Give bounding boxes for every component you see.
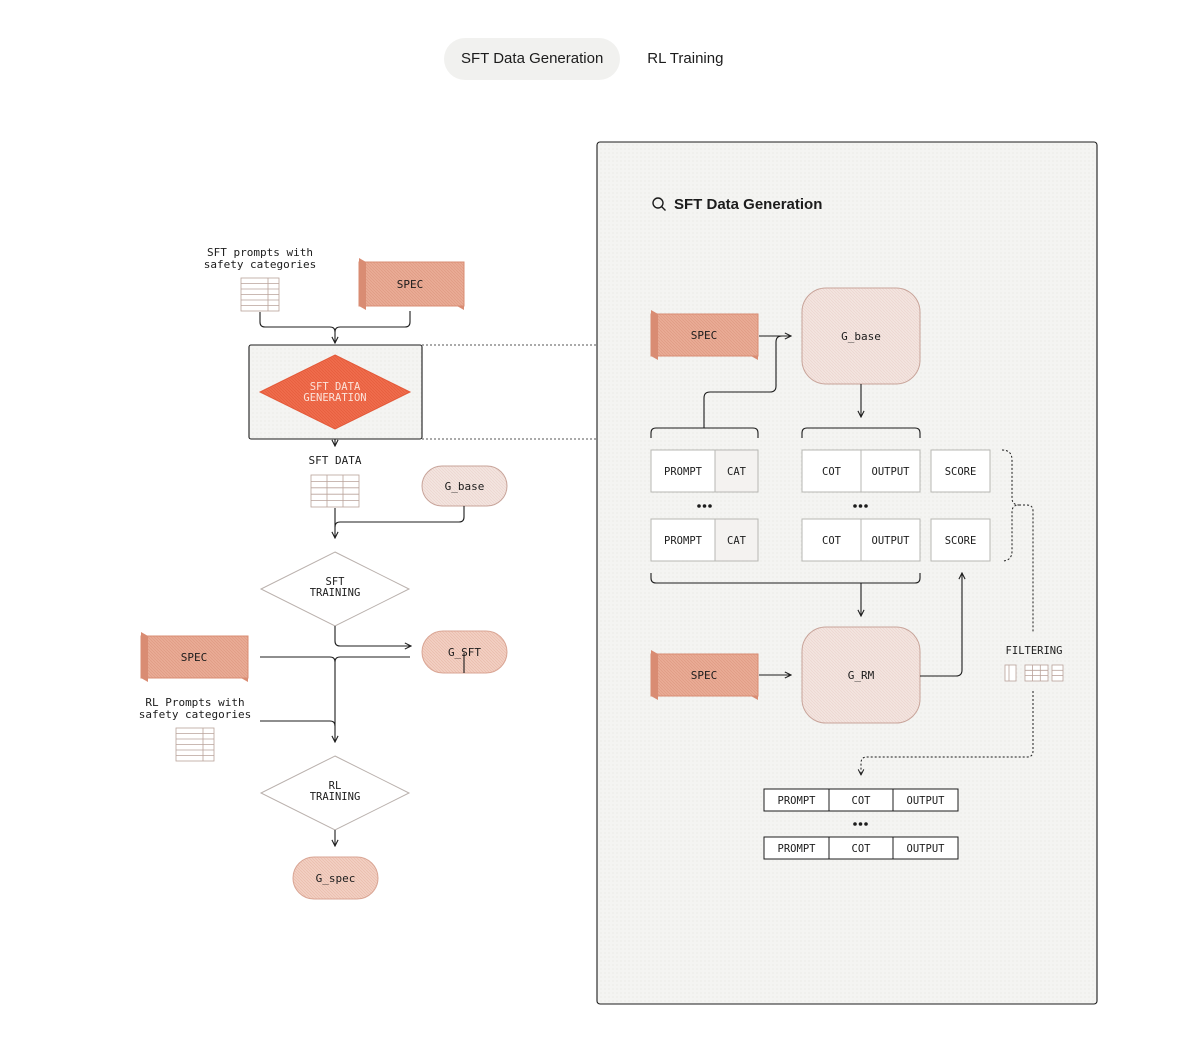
cell-prompt: PROMPT	[778, 795, 817, 807]
connector	[334, 653, 465, 673]
svg-text:G_base: G_base	[445, 480, 485, 493]
connector	[334, 506, 465, 528]
panel-spec-bottom: SPEC	[650, 650, 759, 700]
g-base-node: G_base	[421, 465, 508, 507]
g-spec-node: G_spec	[292, 856, 379, 900]
table-icon	[175, 727, 215, 762]
detail-panel	[596, 141, 1098, 1005]
cell-cot: COT	[852, 795, 872, 807]
connector	[259, 312, 335, 343]
connector	[260, 720, 336, 727]
data-row-1: PROMPT CAT COT OUTPUT SCORE	[650, 449, 991, 493]
cell-prompt: PROMPT	[664, 466, 703, 478]
tab-bar: SFT Data Generation RL Training	[444, 38, 740, 80]
svg-text:G_spec: G_spec	[316, 872, 356, 885]
connector	[1019, 504, 1034, 632]
tab-sft-data-generation[interactable]: SFT Data Generation	[444, 38, 621, 80]
connector	[334, 626, 411, 646]
brace	[650, 573, 921, 584]
cell-cat: CAT	[727, 466, 747, 478]
connector	[703, 335, 783, 428]
g-sft-node: G_SFT	[421, 630, 508, 674]
connector	[334, 311, 411, 333]
sft-generation-label: SFT DATA	[310, 381, 361, 393]
cell-prompt: PROMPT	[664, 535, 703, 547]
tab-rl-training[interactable]: RL Training	[647, 50, 724, 67]
sft-data-label: SFT DATA	[309, 454, 362, 467]
sft-generation-diamond	[258, 354, 412, 430]
panel-spec-top: SPEC	[650, 310, 759, 360]
svg-text:G_base: G_base	[841, 330, 881, 343]
spec-block-top: SPEC	[358, 258, 465, 310]
connector	[920, 573, 962, 677]
panel-g-base-node: G_base	[801, 287, 921, 385]
rl-training-label-2: TRAINING	[310, 791, 361, 803]
cell-output: OUTPUT	[907, 843, 946, 855]
spec-label: SPEC	[397, 278, 424, 291]
output-row-1: PROMPT COT OUTPUT	[763, 788, 959, 812]
rl-training-label: RL	[329, 780, 342, 792]
table-icon	[310, 474, 360, 508]
rl-prompts-label: RL Prompts with	[145, 696, 244, 709]
brace	[650, 427, 759, 438]
sft-training-label-2: TRAINING	[310, 587, 361, 599]
filter-table-icon	[1004, 664, 1064, 682]
panel-g-rm-node: G_RM	[801, 626, 921, 724]
cell-cot: COT	[822, 535, 842, 547]
panel-title: SFT Data Generation	[674, 196, 822, 213]
cell-output: OUTPUT	[872, 535, 911, 547]
svg-text:SPEC: SPEC	[181, 651, 208, 664]
table-icon	[240, 277, 280, 312]
svg-text:SPEC: SPEC	[691, 329, 718, 342]
cell-score: SCORE	[945, 466, 977, 478]
output-row-2: PROMPT COT OUTPUT	[763, 836, 959, 860]
filtering-label: FILTERING	[1006, 645, 1063, 657]
cell-cat: CAT	[727, 535, 747, 547]
brace	[801, 427, 921, 438]
ellipsis	[853, 822, 868, 826]
sft-generation-label-2: GENERATION	[303, 392, 366, 404]
svg-text:G_RM: G_RM	[848, 669, 875, 682]
connector	[260, 656, 335, 742]
connector	[861, 691, 1034, 775]
spec-block-mid: SPEC	[140, 632, 249, 682]
sft-training-label: SFT	[326, 576, 346, 588]
cell-output: OUTPUT	[872, 466, 911, 478]
rl-prompts-label-2: safety categories	[139, 708, 252, 721]
cell-output: OUTPUT	[907, 795, 946, 807]
sft-prompts-label: SFT prompts with	[207, 246, 313, 259]
sft-prompts-label-2: safety categories	[204, 258, 317, 271]
svg-text:SPEC: SPEC	[691, 669, 718, 682]
cell-score: SCORE	[945, 535, 977, 547]
data-row-2: PROMPT CAT COT OUTPUT SCORE	[650, 518, 991, 562]
svg-text:G_SFT: G_SFT	[448, 646, 481, 659]
cell-cot: COT	[852, 843, 872, 855]
search-icon	[652, 197, 666, 211]
ellipsis	[697, 504, 868, 508]
cell-prompt: PROMPT	[778, 843, 817, 855]
cell-cot: COT	[822, 466, 842, 478]
